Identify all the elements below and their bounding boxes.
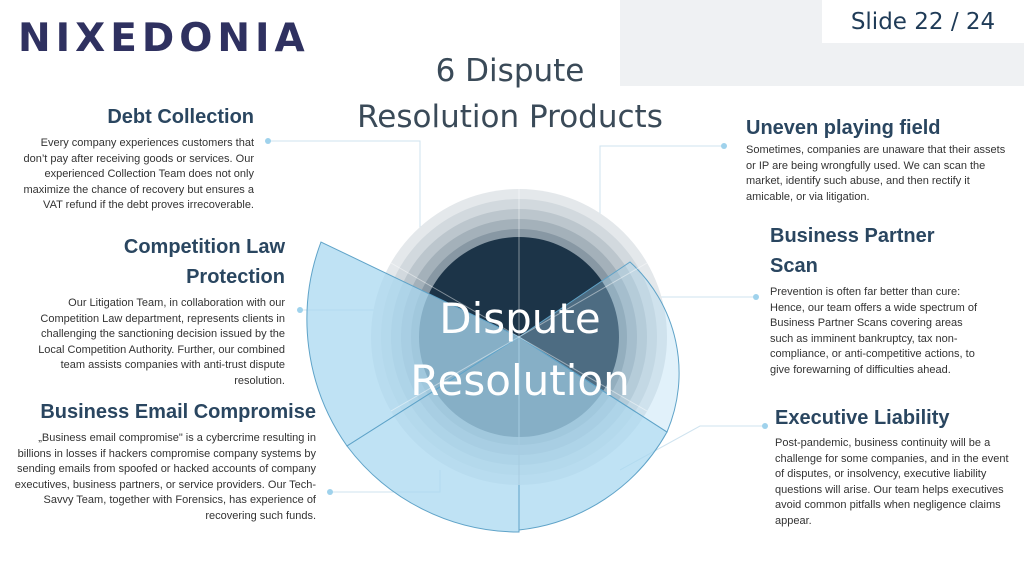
dot-partner-scan [753, 294, 759, 300]
connector-dots [265, 138, 768, 495]
heading-debt-collection: Debt Collection [107, 106, 254, 128]
connector-debt-collection [268, 140, 421, 262]
wedge-segments [306, 241, 680, 533]
body-debt-collection: Every company experiences customers that… [23, 137, 254, 211]
heading-partner-scan-line1: Business Partner [770, 225, 935, 247]
body-partner-scan: Prevention is often far better than cure… [770, 286, 978, 376]
heading-uneven-playing-field: Uneven playing field [746, 117, 941, 139]
body-email-compromise: „Business email compromise" is a cybercr… [14, 432, 316, 522]
dot-debt-collection [265, 138, 271, 144]
heading-partner-scan-line2: Scan [770, 255, 818, 277]
heading-competition-law-line1: Competition Law [123, 236, 285, 258]
wedge-left [306, 241, 521, 447]
slide-title-line1: 6 Dispute [435, 53, 585, 89]
wedge-right [518, 261, 680, 433]
body-executive-liability: Post-pandemic, business continuity will … [775, 437, 1009, 527]
spokes [390, 189, 648, 485]
dot-email-compromise [327, 489, 333, 495]
spoke-diagonal-1 [390, 262, 648, 412]
heading-email-compromise: Business Email Compromise [40, 401, 316, 423]
spoke-diagonal-2 [390, 262, 648, 412]
center-label-line1: Dispute [439, 294, 601, 343]
wedge-bottom-left [346, 336, 520, 533]
slide-title-line2: Resolution Products [357, 99, 663, 135]
heading-partner-scan: Business Partner Scan [770, 221, 1010, 281]
dot-uneven-playing-field [721, 143, 727, 149]
company-logo: NIXEDONIA [18, 16, 310, 61]
heading-competition-law: Competition Law Protection [60, 232, 285, 292]
heading-competition-law-line2: Protection [186, 266, 285, 288]
center-label-line2: Resolution [410, 356, 630, 405]
diagram-center-label: Dispute Resolution [400, 288, 640, 412]
heading-executive-liability: Executive Liability [775, 407, 950, 429]
wedge-bottom-right [518, 336, 668, 531]
body-competition-law: Our Litigation Team, in collaboration wi… [38, 297, 285, 387]
dot-competition-law [297, 307, 303, 313]
slide-number: Slide 22 / 24 [822, 0, 1024, 43]
slide-title: 6 Dispute Resolution Products [340, 48, 680, 140]
body-uneven-playing-field: Sometimes, companies are unaware that th… [746, 144, 1006, 203]
dot-executive-liability [762, 423, 768, 429]
